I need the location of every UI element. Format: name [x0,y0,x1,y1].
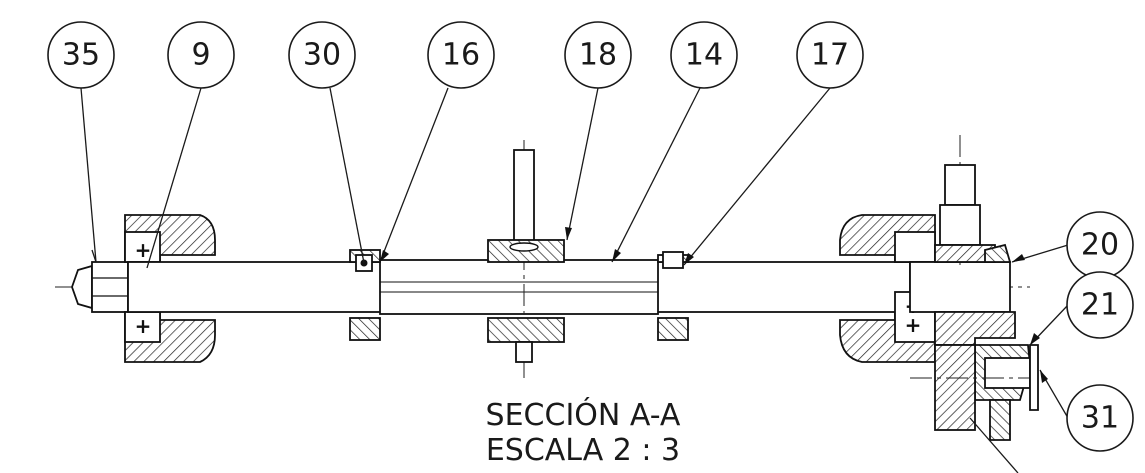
balloon-14: 14 [670,21,738,89]
balloon-20: 20 [1066,211,1134,279]
plus-marker: + [905,313,922,337]
balloon-label-20: 20 [1081,228,1119,263]
plus-marker: + [135,238,152,262]
tube-14 [379,259,659,315]
collar-left [349,249,381,341]
right-housing: + + [839,135,1039,441]
balloon-9: 9 [167,21,235,89]
balloon-label-18: 18 [579,38,617,73]
balloon-label-30: 30 [303,38,341,73]
scale-label: ESCALA 2 : 3 [486,433,680,468]
section-title: SECCIÓN A-A [486,396,681,433]
balloon-30: 30 [288,21,356,89]
balloon-16: 16 [427,21,495,89]
balloon-17: 17 [796,21,864,89]
balloon-18: 18 [564,21,632,89]
collar-right [657,251,689,341]
balloon-31: 31 [1066,384,1134,452]
balloon-label-14: 14 [685,38,723,73]
balloon-label-31: 31 [1081,401,1119,436]
balloon-label-9: 9 [191,38,210,73]
vertical-rod [487,140,565,380]
plus-marker: + [135,314,152,338]
balloon-label-35: 35 [62,38,100,73]
leader-lines [80,87,1069,473]
balloon-21: 21 [1066,271,1134,339]
balloon-label-17: 17 [811,38,849,73]
balloon-label-21: 21 [1081,288,1119,323]
balloon-label-16: 16 [442,38,480,73]
main-shaft [127,259,911,315]
balloon-35: 35 [47,21,115,89]
hex-nut-left [71,261,129,313]
